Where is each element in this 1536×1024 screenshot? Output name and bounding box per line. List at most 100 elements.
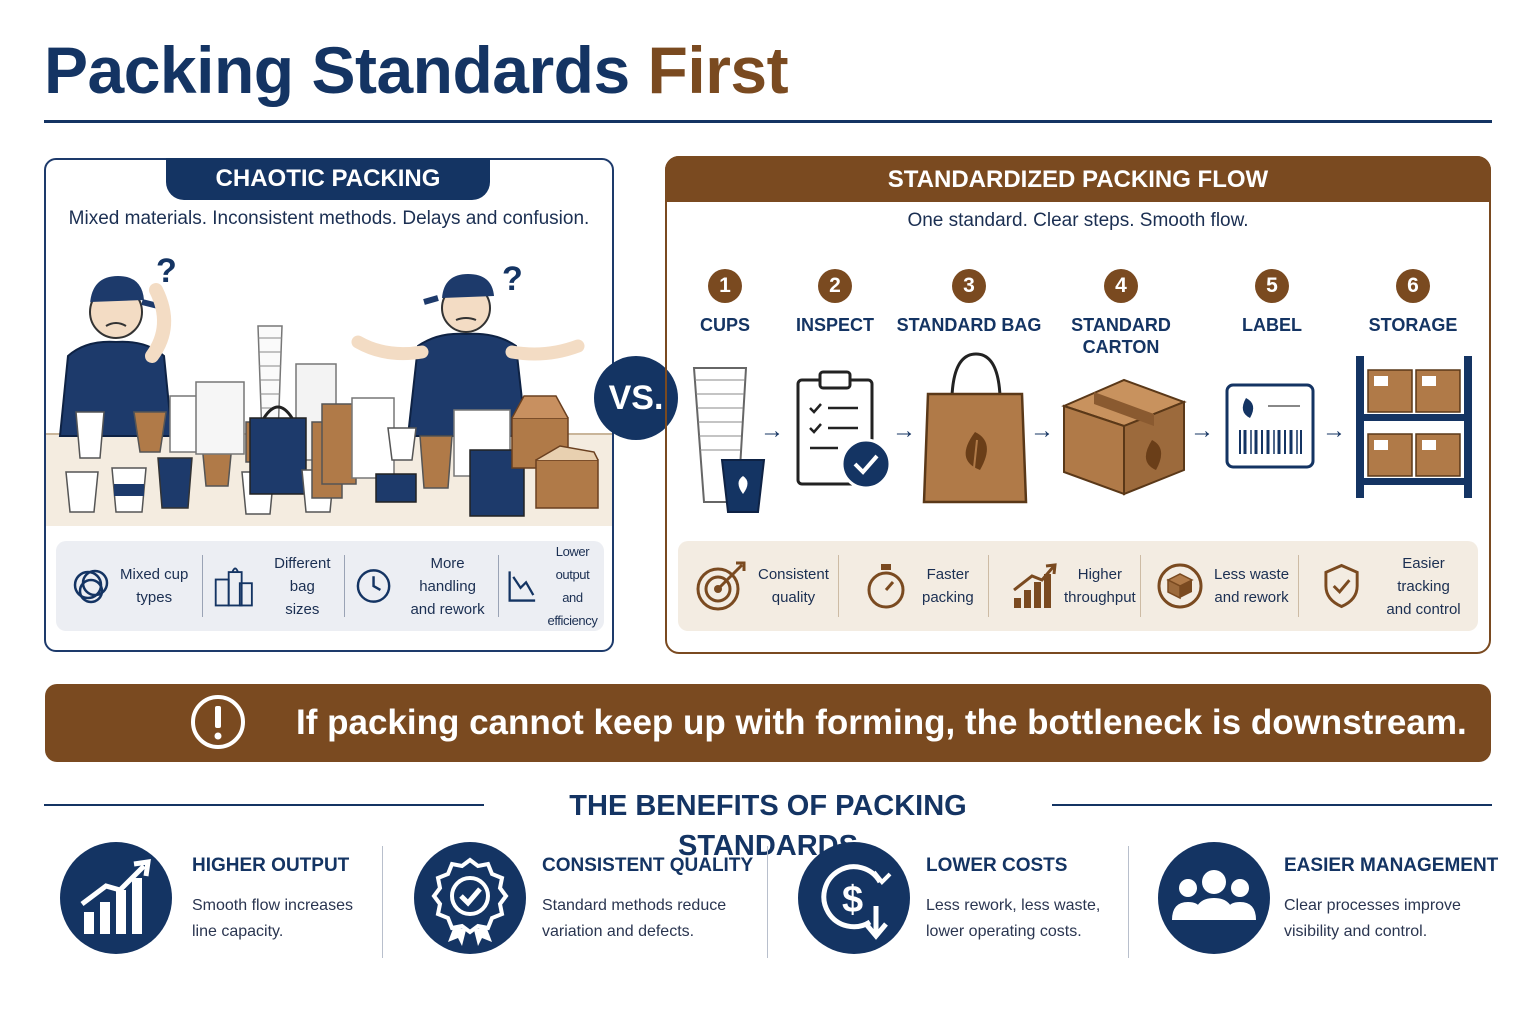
benefit-divider — [767, 846, 768, 958]
benefit-description-line: Standard methods reduce — [542, 897, 727, 914]
benefit-icon-circle — [414, 842, 526, 954]
declining-chart-icon — [508, 571, 536, 602]
open-carton-icon — [535, 459, 599, 509]
problem-label: sizes — [285, 600, 320, 618]
award-badge-icon — [431, 857, 509, 946]
outcome-label: Less waste — [1214, 566, 1290, 583]
stopwatch-icon — [867, 564, 905, 609]
page-title: Packing Standards First — [44, 30, 789, 110]
step-number-3: 3 — [952, 269, 986, 303]
white-cup-icon — [65, 471, 99, 513]
target-icon — [696, 561, 746, 611]
benefits-divider-right — [1052, 804, 1492, 806]
strip-divider — [498, 555, 499, 617]
step-label-text: INSPECT — [795, 315, 874, 335]
white-cup-icon — [387, 427, 417, 461]
vs-badge: VS. — [594, 356, 678, 440]
benefit-heading: HIGHER OUTPUT — [192, 855, 350, 876]
strip-divider — [344, 555, 345, 617]
problem-mixed-cups: Mixed cup types — [68, 541, 198, 631]
dollar-down-icon: $ — [821, 864, 892, 940]
step-label-2: INSPECT — [760, 314, 910, 336]
flow-arrow-icon: → — [1030, 417, 1054, 444]
benefit-divider — [1128, 846, 1129, 958]
problem-label: and rework — [410, 600, 485, 618]
benefit-description-line: lower operating costs. — [926, 923, 1082, 940]
svg-text:$: $ — [842, 879, 863, 921]
benefit-description-line: Clear processes improve — [1284, 897, 1461, 914]
strip-divider — [202, 555, 203, 617]
team-icon — [1172, 870, 1256, 920]
white-cup-icon — [75, 411, 105, 459]
inspect-clipboard-icon — [796, 370, 892, 490]
step-number-6: 6 — [1396, 269, 1430, 303]
chaotic-subtitle: Mixed materials. Inconsistent methods. D… — [68, 208, 590, 229]
label-barcode-icon — [1225, 383, 1315, 469]
outcome-label: quality — [771, 589, 816, 606]
step-label-text: STANDARD — [1071, 315, 1171, 335]
benefit-icon-circle — [1158, 842, 1270, 954]
step-label-text: STORAGE — [1368, 315, 1458, 335]
benefit-description-line: line capacity. — [192, 923, 284, 940]
benefit-icon-circle — [60, 842, 172, 954]
cups-stack-icon — [692, 367, 766, 513]
strip-divider — [1298, 555, 1299, 617]
flow-arrow-icon: → — [760, 417, 784, 444]
standardized-subtitle: One standard. Clear steps. Smooth flow. — [907, 210, 1249, 231]
confused-worker-right-icon — [351, 274, 585, 437]
problem-label: types — [136, 589, 173, 606]
question-mark-left: ? — [156, 252, 177, 290]
flow-arrow-icon: → — [1190, 417, 1214, 444]
benefit-description-line: Smooth flow increases — [192, 897, 353, 914]
storage-shelf-icon — [1356, 356, 1472, 498]
exclamation-icon — [191, 695, 245, 749]
bottleneck-banner — [45, 684, 1491, 762]
problem-label: Mixed cup — [120, 566, 189, 583]
chaotic-scene-illustration: ? ? — [46, 252, 612, 526]
flow-arrow-icon: → — [1322, 417, 1346, 444]
strip-divider — [1140, 555, 1141, 617]
growth-chart-icon — [80, 859, 151, 934]
benefit-description-line: variation and defects. — [542, 923, 695, 940]
standard-bag-icon — [922, 352, 1028, 504]
strip-divider — [838, 555, 839, 617]
benefit-description: Smooth flow increases line capacity. — [192, 893, 353, 945]
step-label-6: STORAGE — [1338, 314, 1488, 336]
benefit-icon-circle: $ — [798, 842, 910, 954]
benefit-heading: LOWER COSTS — [926, 855, 1068, 876]
outcome-label: packing — [922, 589, 974, 606]
clock-icon — [356, 569, 391, 603]
standard-carton-icon — [1061, 378, 1187, 496]
outcome-label: Faster — [926, 566, 970, 583]
standardized-header: STANDARDIZED PACKING FLOW — [665, 156, 1491, 202]
outcome-label: Higher — [1077, 566, 1122, 583]
flow-arrow-icon: → — [892, 417, 916, 444]
benefits-divider-left — [44, 804, 484, 806]
benefit-divider — [382, 846, 383, 958]
box-icon — [1157, 563, 1203, 609]
white-bag-icon — [351, 397, 395, 479]
benefits-title: THE BENEFITS OF PACKING STANDARDS — [569, 790, 967, 862]
step-number-5: 5 — [1255, 269, 1289, 303]
problem-handling: More handling and rework — [354, 541, 494, 631]
problem-label: More handling — [419, 554, 476, 595]
bags-icon — [214, 567, 253, 607]
outcome-label: Easier tracking — [1397, 554, 1450, 595]
outcome-label: Consistent — [758, 566, 829, 583]
tangled-circles-icon — [73, 569, 109, 604]
benefit-description-line: Less rework, less waste, — [926, 897, 1101, 914]
kraft-cup-icon — [133, 411, 167, 453]
rising-bars-icon — [1013, 563, 1057, 608]
step-number-1: 1 — [708, 269, 742, 303]
shield-check-icon — [1324, 563, 1359, 609]
title-main: Packing Standards — [44, 33, 630, 107]
navy-cup-icon — [157, 457, 193, 509]
kraft-cup-icon — [419, 435, 453, 489]
step-label-3: STANDARD BAG — [894, 314, 1044, 336]
